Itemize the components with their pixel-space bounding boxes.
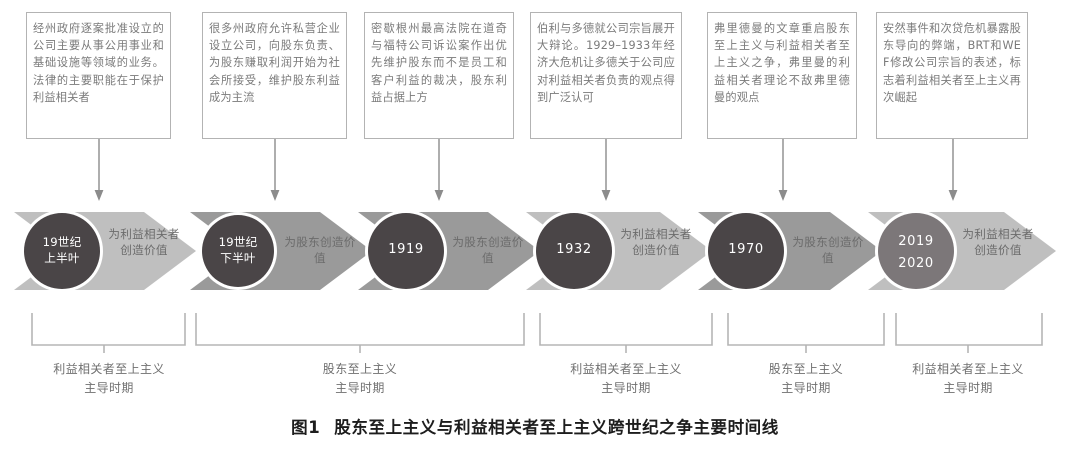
timeline-chevron-band: 19世纪 上半叶 19世纪 下半叶 1919 1932 1970 2019 20… [0,198,1070,308]
note-text: 经州政府逐案批准设立的公司主要从事公用事业和基础设施等领域的业务。法律的主要职能… [33,22,164,104]
connector-arrow-4 [601,139,611,201]
period-line-1: 19世纪 [42,235,82,249]
connector-arrow-6 [948,139,958,201]
note-text: 安然事件和次贷危机暴露股东导向的弊端，BRT和WEF修改公司宗旨的表述，标志着利… [883,22,1021,104]
era-label-line-2: 主导时期 [335,381,385,395]
figure-caption-number: 图1 [291,418,321,437]
chevron-shapes [14,210,1056,292]
period-line-1: 2019 [898,234,934,249]
figure-caption-title: 股东至上主义与利益相关者至上主义跨世纪之争主要时间线 [334,418,779,437]
connector-arrow-1 [94,139,104,201]
era-label-4: 股东至上主义 主导时期 [711,360,901,398]
era-label-line-2: 主导时期 [781,381,831,395]
milestone-period-1: 19世纪 上半叶 [22,234,102,266]
milestone-value-5: 为股东创造价值 [792,235,864,265]
milestone-value-1: 为利益相关者创造价值 [108,227,180,257]
period-line-1: 19世纪 [218,235,258,249]
note-text: 很多州政府允许私营企业设立公司，向股东负责、为股东赚取利润开始为社会所接受，维护… [209,22,340,104]
era-label-line-1: 利益相关者至上主义 [53,362,165,376]
milestone-period-2: 19世纪 下半叶 [198,234,278,266]
note-text: 弗里德曼的文章重启股东至上主义与利益相关者至上主义之争，弗里曼的利益相关者理论不… [714,22,850,104]
period-line-2: 下半叶 [220,251,256,265]
era-label-line-2: 主导时期 [943,381,993,395]
milestone-value-6: 为利益相关者创造价值 [962,227,1034,257]
milestone-period-4: 1932 [534,242,614,258]
milestone-value-4: 为利益相关者创造价值 [620,227,692,257]
note-box-5: 弗里德曼的文章重启股东至上主义与利益相关者至上主义之争，弗里曼的利益相关者理论不… [707,12,857,139]
milestone-period-3: 1919 [366,242,446,258]
era-label-5: 利益相关者至上主义 主导时期 [873,360,1063,398]
era-bracket-4 [727,313,885,353]
milestone-circle-6-fill [878,213,954,289]
era-brackets [31,313,1043,353]
milestone-period-6: 2019 2020 [876,231,956,275]
milestone-value-3: 为股东创造价值 [452,235,524,265]
period-line-2: 2020 [898,256,934,271]
era-bracket-1 [31,313,186,353]
era-label-1: 利益相关者至上主义 主导时期 [14,360,204,398]
note-box-6: 安然事件和次贷危机暴露股东导向的弊端，BRT和WEF修改公司宗旨的表述，标志着利… [876,12,1028,139]
era-label-3: 利益相关者至上主义 主导时期 [531,360,721,398]
milestone-circle-4-fill [536,213,612,289]
note-box-3: 密歇根州最高法院在道奇与福特公司诉讼案作出优先维护股东而不是员工和客户利益的裁决… [364,12,514,139]
milestone-circle-3-fill [368,213,444,289]
connector-arrow-3 [434,139,444,201]
era-label-line-1: 股东至上主义 [768,362,844,376]
note-text: 伯利与多德就公司宗旨展开大辩论。1929–1933年经济大危机让多德关于公司应对… [537,22,675,104]
period-line-1: 1970 [728,242,764,257]
milestone-value-2: 为股东创造价值 [284,235,356,265]
milestone-period-5: 1970 [706,242,786,258]
note-text: 密歇根州最高法院在道奇与福特公司诉讼案作出优先维护股东而不是员工和客户利益的裁决… [371,22,507,104]
milestone-circle-2-fill [202,215,274,287]
period-line-1: 1932 [556,242,592,257]
milestone-circle-5-fill [708,213,784,289]
milestone-circle-1-fill [24,213,100,289]
note-box-1: 经州政府逐案批准设立的公司主要从事公用事业和基础设施等领域的业务。法律的主要职能… [26,12,171,139]
era-label-2: 股东至上主义 主导时期 [265,360,455,398]
era-label-line-2: 主导时期 [601,381,651,395]
era-bracket-2 [195,313,525,353]
era-bracket-3 [539,313,713,353]
note-box-2: 很多州政府允许私营企业设立公司，向股东负责、为股东赚取利润开始为社会所接受，维护… [202,12,347,139]
connector-arrow-5 [778,139,788,201]
era-label-line-2: 主导时期 [84,381,134,395]
note-box-4: 伯利与多德就公司宗旨展开大辩论。1929–1933年经济大危机让多德关于公司应对… [530,12,682,139]
era-bracket-5 [895,313,1043,353]
period-line-2: 上半叶 [44,251,80,265]
connector-arrow-2 [270,139,280,201]
figure-caption: 图1 股东至上主义与利益相关者至上主义跨世纪之争主要时间线 [0,414,1070,438]
period-line-1: 1919 [388,242,424,257]
era-label-line-1: 股东至上主义 [322,362,398,376]
era-label-line-1: 利益相关者至上主义 [570,362,682,376]
era-label-line-1: 利益相关者至上主义 [912,362,1024,376]
